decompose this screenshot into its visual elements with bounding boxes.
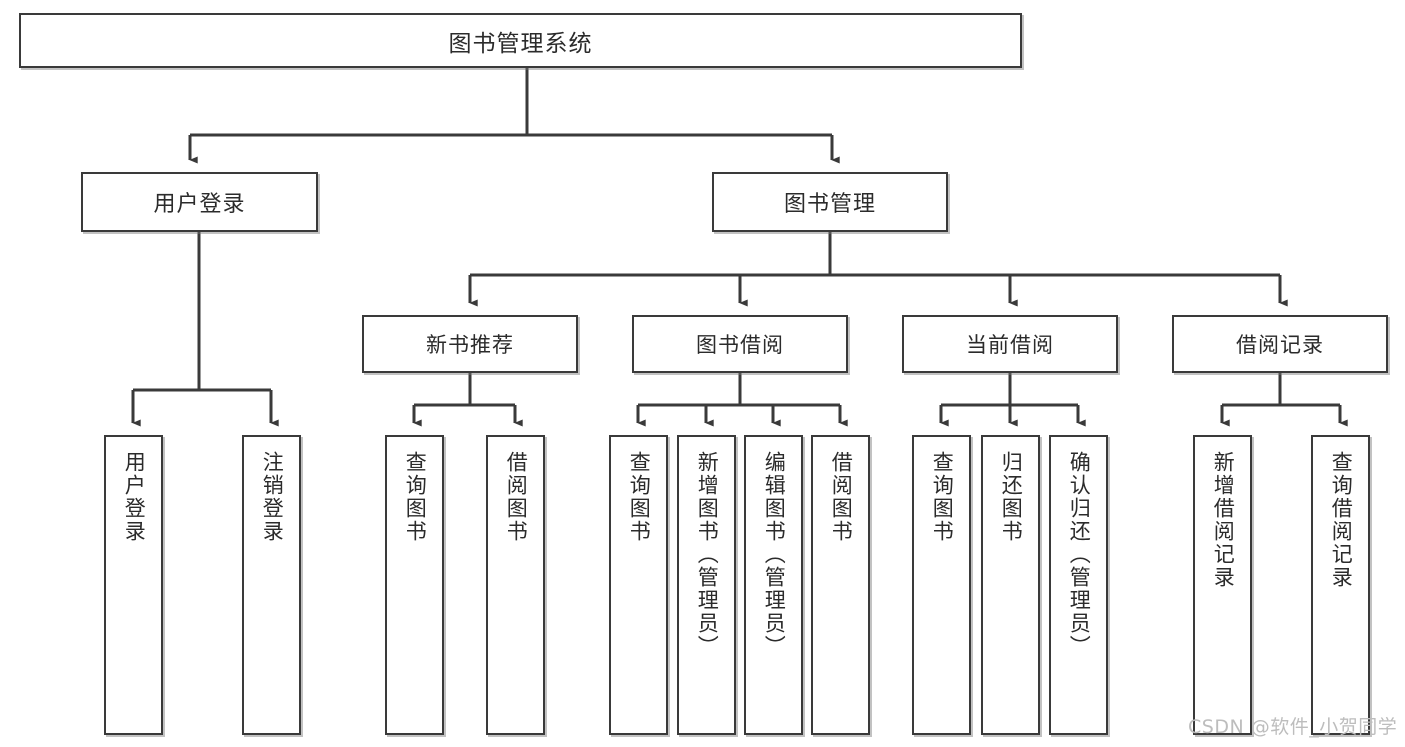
- node-root[interactable]: 图书管理系统: [19, 13, 1022, 68]
- leaf-label: 查询图书: [627, 451, 652, 543]
- leaf-node-borrow-book[interactable]: 借阅图书: [811, 435, 870, 735]
- leaf-node-query-book-recommend[interactable]: 查询图书: [385, 435, 444, 735]
- leaf-label: 新增借阅记录: [1211, 451, 1236, 589]
- leaf-node-user-login[interactable]: 用户登录: [104, 435, 163, 735]
- leaf-node-query-book-borrow[interactable]: 查询图书: [609, 435, 668, 735]
- node-label: 新书推荐: [426, 333, 514, 357]
- leaf-node-borrow-book-recommend[interactable]: 借阅图书: [486, 435, 545, 735]
- leaf-node-add-borrow-record[interactable]: 新增借阅记录: [1193, 435, 1252, 735]
- leaf-label: 编辑图书（管理员）: [762, 451, 787, 658]
- csdn-watermark: CSDN @软件_小贺同学: [1188, 716, 1398, 738]
- leaf-label: 用户登录: [122, 451, 147, 543]
- node-level3-book-borrow[interactable]: 图书借阅: [632, 315, 848, 373]
- node-label: 借阅记录: [1236, 333, 1324, 357]
- leaf-node-query-book-current[interactable]: 查询图书: [912, 435, 971, 735]
- leaf-label: 确认归还（管理员）: [1067, 451, 1092, 658]
- leaf-label: 新增图书（管理员）: [695, 451, 720, 658]
- node-level2-user-login[interactable]: 用户登录: [81, 172, 318, 232]
- leaf-label: 查询借阅记录: [1329, 451, 1354, 589]
- node-label: 用户登录: [153, 192, 246, 217]
- node-level2-book-management[interactable]: 图书管理: [712, 172, 948, 232]
- leaf-label: 借阅图书: [829, 451, 854, 543]
- node-root-label: 图书管理系统: [448, 30, 593, 57]
- leaf-node-edit-book-admin[interactable]: 编辑图书（管理员）: [744, 435, 803, 735]
- leaf-label: 注销登录: [260, 451, 285, 543]
- leaf-node-logout[interactable]: 注销登录: [242, 435, 301, 735]
- node-label: 图书管理: [783, 192, 876, 217]
- leaf-label: 查询图书: [403, 451, 428, 543]
- leaf-node-query-borrow-record[interactable]: 查询借阅记录: [1311, 435, 1370, 735]
- leaf-node-return-book[interactable]: 归还图书: [981, 435, 1040, 735]
- leaf-label: 归还图书: [999, 451, 1024, 543]
- node-level3-new-book-recommend[interactable]: 新书推荐: [362, 315, 578, 373]
- node-label: 图书借阅: [696, 333, 784, 357]
- leaf-label: 查询图书: [930, 451, 955, 543]
- node-label: 当前借阅: [966, 333, 1054, 357]
- leaf-node-confirm-return-admin[interactable]: 确认归还（管理员）: [1049, 435, 1108, 735]
- node-level3-borrow-record[interactable]: 借阅记录: [1172, 315, 1388, 373]
- node-level3-current-borrow[interactable]: 当前借阅: [902, 315, 1118, 373]
- leaf-node-add-book-admin[interactable]: 新增图书（管理员）: [677, 435, 736, 735]
- leaf-label: 借阅图书: [504, 451, 529, 543]
